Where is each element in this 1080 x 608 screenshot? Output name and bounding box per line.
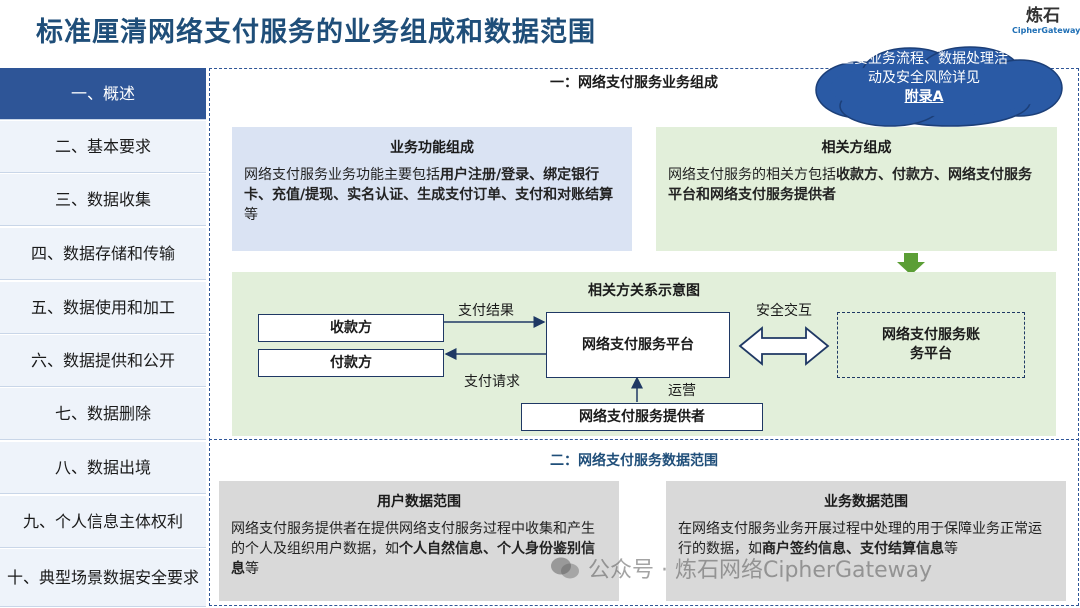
sidebar-item-subject-rights[interactable]: 九、个人信息主体权利	[0, 496, 206, 548]
cloud-callout-text: 主要业务流程、数据处理活动及安全风险详见	[840, 51, 1008, 86]
node-payer: 付款方	[258, 349, 444, 377]
business-functions-text-tail: 等	[244, 207, 258, 223]
business-functions-panel: 业务功能组成 网络支付服务业务功能主要包括用户注册/登录、绑定银行卡、充值/提现…	[232, 127, 632, 251]
business-functions-text-lead: 网络支付服务业务功能主要包括	[244, 167, 440, 183]
content-frame	[209, 68, 1079, 606]
cloud-callout-shape	[815, 46, 1063, 127]
user-data-text-highlight: 个人自然信息、个人身份鉴别信息	[231, 541, 595, 577]
section1-title: 一：网络支付服务业务组成	[546, 72, 722, 92]
business-data-text-tail: 等	[944, 541, 958, 557]
appendix-a-link[interactable]: 附录A	[904, 89, 944, 105]
section2-title: 二：网络支付服务数据范围	[550, 453, 718, 469]
business-data-text-lead: 在网络支付服务业务开展过程中处理的用于保障业务正常运行的数据，如	[678, 521, 1042, 557]
sidebar-item-label: 十、典型场景数据安全要求	[6, 567, 199, 587]
business-data-text: 在网络支付服务业务开展过程中处理的用于保障业务正常运行的数据，如商户签约信息、支…	[678, 519, 1054, 559]
wechat-icon	[551, 557, 579, 579]
node-payee: 收款方	[258, 314, 444, 342]
parties-text: 网络支付服务的相关方包括收款方、付款方、网络支付服务平台和网络支付服务提供者	[668, 165, 1045, 205]
diagram-connectors	[444, 316, 830, 402]
logo-text-cn: 炼石	[1026, 6, 1060, 26]
business-data-text-highlight: 商户签约信息、支付结算信息	[762, 541, 944, 557]
sidebar-item-label: 九、个人信息主体权利	[22, 511, 183, 531]
sidebar-item-data-collection[interactable]: 三、数据收集	[0, 174, 206, 226]
parties-text-highlight: 收款方、付款方、网络支付服务平台和网络支付服务提供者	[668, 167, 1032, 203]
relationship-diagram: 相关方关系示意图 收款方 付款方 网络支付服务平台 网络支付服务提供者 网络支付…	[232, 272, 1056, 436]
edge-label-payment-request: 支付请求	[464, 374, 520, 390]
sidebar-item-label: 二、基本要求	[54, 136, 151, 156]
cloud-callout: 主要业务流程、数据处理活动及安全风险详见 附录A	[834, 50, 1014, 107]
logo-text-en: CipherGateway	[1012, 26, 1080, 35]
sidebar-item-provision-disclosure[interactable]: 六、数据提供和公开	[0, 335, 206, 387]
sidebar-item-label: 五、数据使用和加工	[30, 297, 175, 317]
user-data-text-tail: 等	[245, 561, 259, 577]
edge-label-secure-interaction: 安全交互	[756, 303, 812, 319]
sidebar-item-label: 七、数据删除	[54, 403, 151, 423]
diagram-title: 相关方关系示意图	[588, 283, 700, 299]
user-data-text: 网络支付服务提供者在提供网络支付服务过程中收集和产生的个人及组织用户数据，如个人…	[231, 519, 607, 579]
page-title: 标准厘清网络支付服务的业务组成和数据范围	[36, 17, 596, 48]
sidebar-item-storage-transmission[interactable]: 四、数据存储和传输	[0, 228, 206, 280]
sidebar-item-label: 四、数据存储和传输	[30, 243, 175, 263]
watermark: 公众号 · 炼石网络CipherGateway	[550, 552, 932, 584]
parties-title: 相关方组成	[821, 140, 892, 156]
business-data-panel: 业务数据范围 在网络支付服务业务开展过程中处理的用于保障业务正常运行的数据，如商…	[666, 481, 1066, 601]
sidebar-item-overview[interactable]: 一、概述	[0, 68, 206, 120]
sidebar-item-label: 三、数据收集	[54, 189, 151, 209]
edge-label-operate: 运营	[668, 383, 696, 399]
user-data-text-lead: 网络支付服务提供者在提供网络支付服务过程中收集和产生的个人及组织用户数据，如	[231, 521, 595, 557]
sidebar-item-cross-border[interactable]: 八、数据出境	[0, 442, 206, 494]
sidebar-item-label: 六、数据提供和公开	[30, 350, 175, 370]
sidebar-item-data-deletion[interactable]: 七、数据删除	[0, 388, 206, 440]
parties-panel: 相关方组成 网络支付服务的相关方包括收款方、付款方、网络支付服务平台和网络支付服…	[656, 127, 1057, 251]
sidebar-nav: 一、概述 二、基本要求 三、数据收集 四、数据存储和传输 五、数据使用和加工 六…	[0, 68, 206, 608]
sidebar-item-use-processing[interactable]: 五、数据使用和加工	[0, 282, 206, 334]
double-arrow-icon	[738, 326, 830, 366]
watermark-text: 公众号 · 炼石网络CipherGateway	[588, 558, 933, 583]
business-functions-text-highlight: 用户注册/登录、绑定银行卡、充值/提现、实名认证、生成支付订单、支付和对账结算	[244, 167, 614, 203]
sidebar-item-label: 八、数据出境	[54, 457, 151, 477]
business-data-title: 业务数据范围	[824, 494, 908, 510]
parties-text-lead: 网络支付服务的相关方包括	[668, 167, 836, 183]
node-provider: 网络支付服务提供者	[521, 403, 763, 431]
sidebar-item-basic-requirements[interactable]: 二、基本要求	[0, 121, 206, 173]
user-data-panel: 用户数据范围 网络支付服务提供者在提供网络支付服务过程中收集和产生的个人及组织用…	[219, 481, 619, 601]
business-functions-text: 网络支付服务业务功能主要包括用户注册/登录、绑定银行卡、充值/提现、实名认证、生…	[244, 165, 620, 225]
edge-label-payment-result: 支付结果	[458, 303, 514, 319]
brand-logo: 炼石 CipherGateway	[1012, 6, 1080, 36]
arrow-down-icon	[897, 253, 925, 275]
sidebar-item-label: 一、概述	[70, 83, 135, 103]
user-data-title: 用户数据范围	[377, 494, 461, 510]
sidebar-item-typical-scenarios[interactable]: 十、典型场景数据安全要求	[0, 549, 206, 607]
node-platform: 网络支付服务平台	[546, 312, 730, 378]
business-functions-title: 业务功能组成	[390, 140, 474, 156]
section-divider	[209, 439, 1079, 440]
node-settlement-platform: 网络支付服务账务平台	[837, 312, 1025, 378]
